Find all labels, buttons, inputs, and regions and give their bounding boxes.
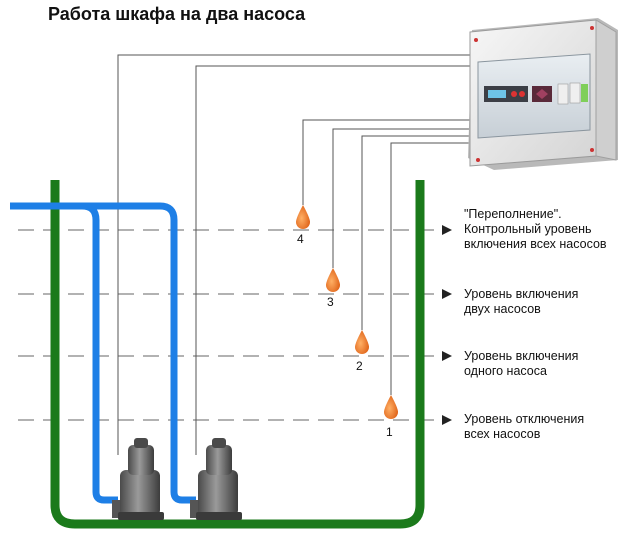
- submersible-pump-icon: [190, 438, 242, 520]
- sensor-number-3: 3: [327, 295, 334, 309]
- float-switch-icon: [384, 395, 398, 419]
- cables: [117, 54, 470, 455]
- level-3-label: Уровень включения двух насосов: [464, 287, 578, 317]
- float-switch-icon: [296, 205, 310, 229]
- level-lines: [18, 225, 452, 425]
- tank: [50, 180, 425, 529]
- pipe-pump-1: [10, 202, 118, 504]
- level-4-label-line-1: "Переполнение".: [464, 207, 562, 221]
- sensor-number-2: 2: [356, 359, 363, 373]
- sensor-number-4: 4: [297, 232, 304, 246]
- level-3-label-line-1: Уровень включения: [464, 287, 579, 301]
- level-4-label-line-3: включения всех насосов: [464, 237, 607, 251]
- arrow-right-icon: [442, 225, 452, 235]
- submersible-pump-icon: [112, 438, 164, 520]
- level-4-label-line-2: Контрольный уровень: [464, 222, 592, 236]
- level-1-label-line-1: Уровень отключения: [464, 412, 585, 426]
- arrow-right-icon: [442, 415, 452, 425]
- float-2-cable: [361, 135, 470, 330]
- pump-1-cable: [117, 54, 470, 455]
- float-1-cable: [390, 142, 470, 395]
- level-2-label-line-1: Уровень включения: [464, 349, 579, 363]
- level-4-label: "Переполнение". Контрольный уровень вклю…: [464, 207, 607, 252]
- sensor-number-1: 1: [386, 425, 393, 439]
- pump-2-cable: [195, 65, 470, 455]
- float-switch-icon: [326, 268, 340, 292]
- control-cabinet-icon: [468, 18, 618, 170]
- arrow-right-icon: [442, 351, 452, 361]
- diagram-title: Работа шкафа на два насоса: [48, 4, 306, 24]
- float-3-cable: [332, 128, 470, 268]
- float-switch-icon: [355, 330, 369, 354]
- level-2-label-line-2: одного насоса: [464, 364, 547, 378]
- arrow-right-icon: [442, 289, 452, 299]
- level-1-label-line-2: всех насосов: [464, 427, 541, 441]
- level-3-label-line-2: двух насосов: [464, 302, 541, 316]
- discharge-pipes: [10, 202, 196, 504]
- float-4-cable: [302, 119, 470, 205]
- level-1-label: Уровень отключения всех насосов: [464, 412, 584, 442]
- pipe-pump-2: [10, 202, 196, 504]
- level-2-label: Уровень включения одного насоса: [464, 349, 578, 379]
